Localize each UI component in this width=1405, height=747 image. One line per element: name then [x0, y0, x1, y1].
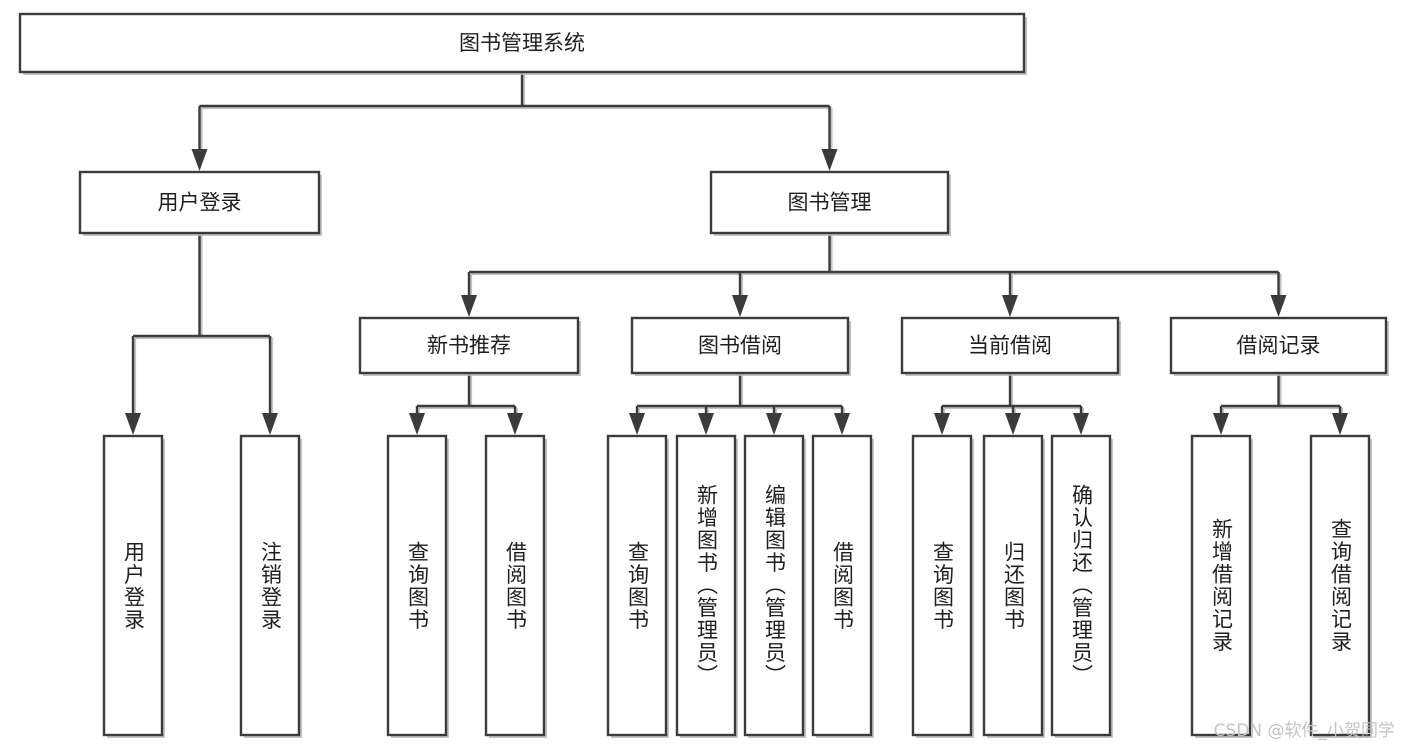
- node-leaf-query-record[interactable]: [1309, 434, 1371, 737]
- watermark-text: CSDN @软件_小贺同学: [1213, 721, 1395, 741]
- node-new-book-recommend[interactable]: [358, 316, 580, 375]
- node-current-borrow-label: 当前借阅: [968, 334, 1052, 358]
- user-login-arrow-0: [125, 413, 141, 435]
- node-book-manage-label: 图书管理: [788, 191, 872, 215]
- current-borrow-arrow-0: [934, 413, 950, 435]
- node-current-borrow[interactable]: [900, 316, 1120, 375]
- book-borrow-arrow-0: [629, 413, 645, 435]
- node-book-manage[interactable]: [709, 170, 950, 235]
- book-manage-arrow-3: [1270, 295, 1287, 317]
- node-leaf-logout[interactable]: [239, 434, 301, 737]
- new-book-recommend-arrow-1: [507, 413, 523, 435]
- book-borrow-arrow-3: [834, 413, 850, 435]
- nodes-layer: [18, 12, 1389, 738]
- node-leaf-return-book[interactable]: [982, 434, 1044, 737]
- current-borrow-arrow-1: [1005, 413, 1021, 435]
- node-leaf-confirm-return[interactable]: [1050, 434, 1112, 737]
- book-manage-arrow-0: [461, 295, 477, 317]
- node-book-borrow-label: 图书借阅: [698, 334, 782, 358]
- node-new-book-recommend-label: 新书推荐: [427, 334, 511, 358]
- user-login-arrow-1: [262, 413, 278, 435]
- book-borrow-arrow-1: [698, 413, 714, 435]
- node-root[interactable]: [18, 12, 1026, 74]
- book-manage-arrow-1: [732, 295, 748, 317]
- node-root-label: 图书管理系统: [459, 31, 585, 55]
- node-borrow-record[interactable]: [1169, 316, 1388, 375]
- new-book-recommend-arrow-0: [409, 413, 425, 435]
- borrow-record-arrow-0: [1213, 413, 1229, 435]
- node-leaf-user-login[interactable]: [102, 434, 164, 737]
- root-arrow-0: [191, 149, 208, 171]
- node-user-login-label: 用户登录: [158, 191, 242, 215]
- node-book-borrow[interactable]: [630, 316, 850, 375]
- node-leaf-query-book-3[interactable]: [911, 434, 973, 737]
- edges-layer: [125, 72, 1348, 435]
- node-leaf-borrow-book-1[interactable]: [484, 434, 546, 737]
- node-leaf-query-book-1[interactable]: [386, 434, 448, 737]
- node-leaf-add-record[interactable]: [1190, 434, 1252, 737]
- node-leaf-edit-book[interactable]: [743, 434, 805, 737]
- current-borrow-arrow-2: [1073, 413, 1089, 435]
- book-borrow-arrow-2: [766, 413, 782, 435]
- borrow-record-arrow-1: [1332, 413, 1348, 435]
- node-borrow-record-label: 借阅记录: [1237, 334, 1321, 358]
- node-leaf-query-book-2[interactable]: [606, 434, 668, 737]
- node-user-login[interactable]: [78, 170, 321, 235]
- root-arrow-1: [821, 149, 838, 171]
- node-leaf-borrow-book-2[interactable]: [811, 434, 873, 737]
- book-manage-arrow-2: [1002, 295, 1018, 317]
- node-leaf-add-book[interactable]: [675, 434, 737, 737]
